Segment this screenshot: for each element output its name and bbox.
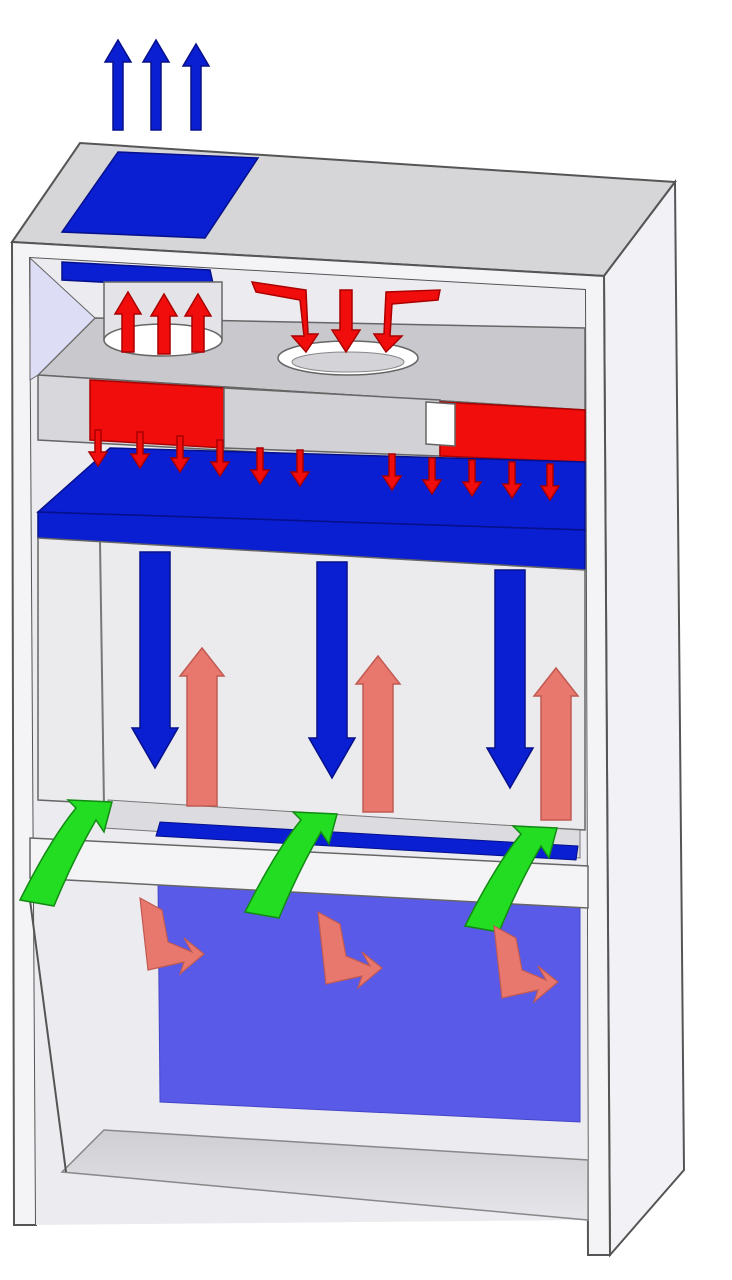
sash-left-edge [99,541,105,807]
blower-intake-arrow [250,281,320,354]
front-grille-slot [155,821,579,861]
downflow-arrow-small [501,461,523,500]
sash-window [37,537,586,831]
room-air-inflow-arrow [18,799,113,907]
downflow-arrow-small [87,429,109,468]
supply-hepa-filter [36,447,586,571]
downflow-arrow-small [421,457,443,496]
sash-support-rod [29,899,67,1173]
under-surface-return-arrow [139,896,205,976]
downflow-arrow-small [539,463,561,502]
laminar-downflow-arrow [307,561,357,780]
downflow-arrow-small [381,453,403,492]
contaminated-plenum-left [89,379,225,449]
blower-intake-arrow [372,289,441,354]
airflow-arrows [18,38,580,1004]
exhaust-arrow [141,38,171,131]
exhaust-duct-arrow [149,292,179,355]
downflow-arrow-small [289,449,311,488]
blower-box [223,387,441,457]
blower-intake-hole [291,351,405,373]
downflow-arrow-small [249,447,271,486]
work-area [29,537,589,1221]
downflow-arrow-small [129,431,151,470]
laminar-downflow-arrow [485,569,535,790]
return-air-arrow [178,646,226,807]
front-rail [29,837,589,909]
cabinet-right-side [602,179,686,1258]
exhaust-arrow [181,42,211,131]
plenum-left-side [29,256,96,381]
downflow-arrow-small [169,435,191,474]
exhaust-duct-arrow [113,290,143,353]
exhaust-filter-top [60,151,260,239]
under-surface-return-arrow [317,910,383,990]
exhaust-duct-arrow [183,292,213,353]
blower-outlet [425,401,456,447]
exhaust-arrow [103,38,133,131]
downflow-arrow-small [209,439,231,478]
laminar-downflow-arrow [130,551,180,770]
room-air-inflow-arrow [243,811,338,919]
blower-intake-arrow [330,289,362,354]
under-surface-return-arrow [493,924,559,1004]
front-grille [29,799,589,909]
return-air-arrow [354,654,402,813]
contaminated-plenum-right [439,401,586,463]
downflow-arrow-small [461,459,483,498]
work-surface-tint [157,879,581,1123]
room-air-inflow-arrow [463,825,558,933]
return-air-arrow [532,666,580,821]
cabinet-floor [60,1129,589,1221]
